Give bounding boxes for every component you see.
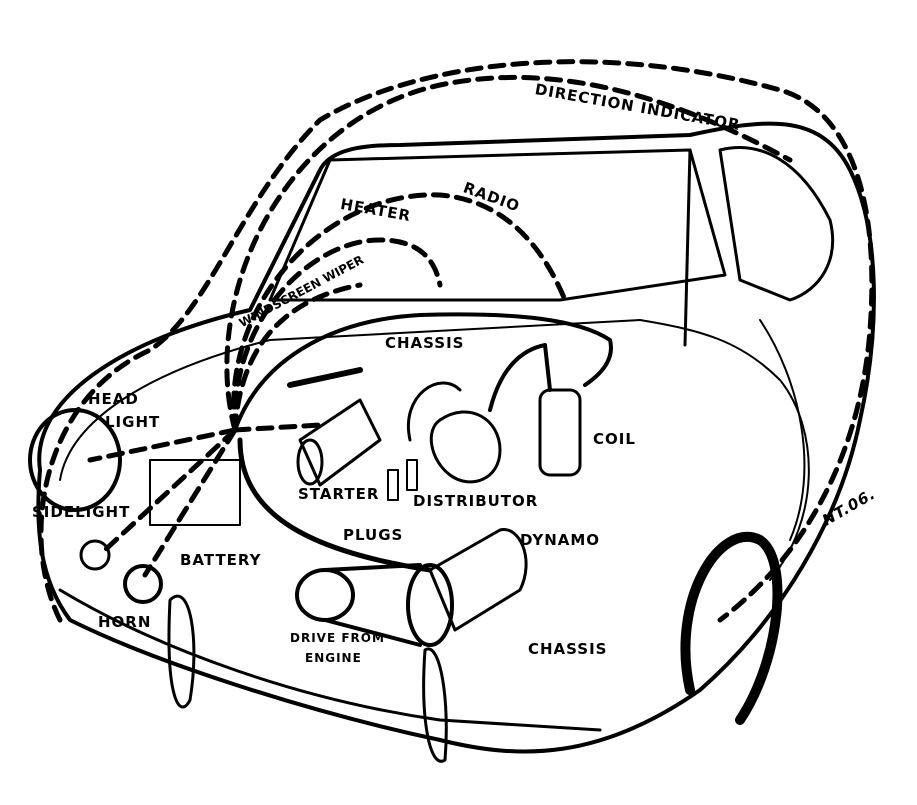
- wire-coil: [488, 343, 552, 412]
- wire-outer-loop: [38, 59, 875, 623]
- engine-pulley: [295, 568, 355, 622]
- horn: [123, 564, 163, 604]
- wire-direction-indicator: [224, 74, 793, 433]
- wire-chassis: [233, 312, 613, 432]
- starter-end: [296, 438, 324, 486]
- door-line: [759, 319, 806, 541]
- label-drive-from-line2: ENGINE: [305, 651, 362, 665]
- dynamo-pulley: [406, 563, 454, 647]
- wire-headlight: [87, 427, 238, 463]
- side-window: [718, 146, 835, 302]
- battery: [149, 459, 241, 526]
- label-chassis-bottom: CHASSIS: [528, 640, 608, 658]
- wire-horn: [142, 427, 238, 578]
- label-sidelight: SIDELIGHT: [32, 503, 131, 521]
- wire-chassis-bar: [287, 367, 363, 388]
- wire-sidelight: [102, 427, 238, 553]
- label-distributor: DISTRIBUTOR: [413, 492, 539, 510]
- label-head-light-line1: HEAD: [88, 390, 139, 408]
- distributor: [429, 410, 502, 484]
- label-dynamo: DYNAMO: [520, 531, 601, 549]
- bumper-over-rider: [167, 594, 196, 709]
- spark-plug: [406, 459, 418, 491]
- label-horn: HORN: [98, 613, 152, 631]
- ignition-coil: [538, 388, 582, 477]
- label-chassis-top: CHASSIS: [385, 334, 465, 352]
- wire-windscreen-wiper: [232, 282, 363, 433]
- dynamo: [428, 528, 528, 632]
- label-battery: BATTERY: [180, 551, 262, 569]
- car-body-inner: [59, 319, 810, 581]
- label-plugs: PLUGS: [343, 526, 404, 544]
- spark-plug: [387, 469, 399, 501]
- label-drive-from-line1: DRIVE FROM: [290, 631, 385, 645]
- label-head-light-line2: LIGHT: [105, 413, 161, 431]
- wire-distributor-plugs: [407, 381, 462, 442]
- wire-starter: [232, 422, 323, 433]
- wire-radio: [231, 192, 568, 433]
- rear-wheel: [680, 532, 783, 725]
- bumper-over-rider: [422, 647, 448, 763]
- wire-battery-starter: [237, 437, 433, 573]
- starter-motor: [298, 398, 382, 487]
- front-bumper: [58, 588, 602, 732]
- wire-heater: [232, 237, 443, 433]
- sidelight: [79, 539, 111, 571]
- label-coil: COIL: [593, 430, 636, 448]
- radio-aerial: [683, 148, 692, 347]
- label-starter: STARTER: [298, 485, 380, 503]
- car-body-outline: [36, 121, 876, 754]
